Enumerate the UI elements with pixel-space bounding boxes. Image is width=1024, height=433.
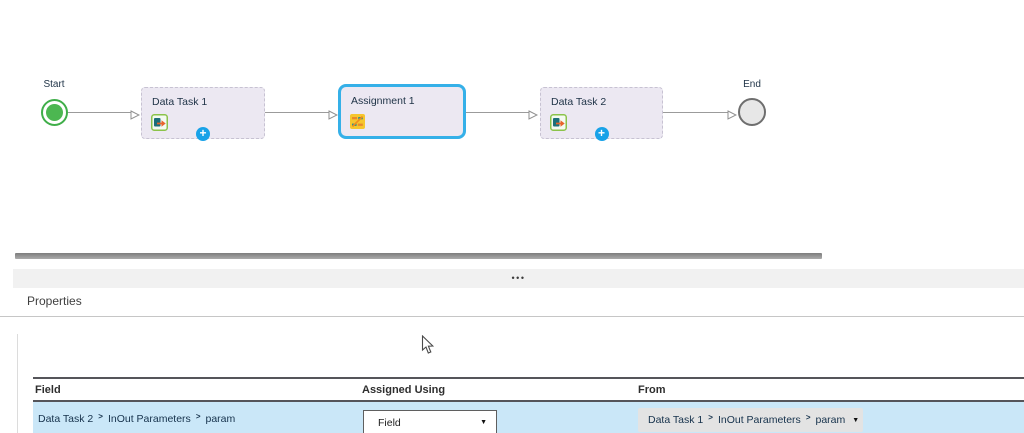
breadcrumb-segment: Data Task 1: [648, 414, 704, 426]
connector-task1-to-assignment: [265, 112, 329, 113]
chevron-right-icon: >: [805, 413, 811, 422]
from-breadcrumb: Data Task 1 > InOut Parameters > param ▼: [648, 413, 860, 426]
arrowhead-icon: [328, 107, 339, 120]
node-data-task-1[interactable]: Data Task 1 +: [141, 87, 265, 141]
column-header-from: From: [638, 384, 666, 396]
assigned-using-dropdown[interactable]: Field ▼: [363, 410, 497, 433]
connector-assignment-to-task2: [466, 112, 529, 113]
start-node-label: Start: [43, 79, 65, 90]
column-header-field: Field: [35, 384, 61, 396]
breadcrumb-segment: InOut Parameters: [107, 413, 191, 425]
start-node[interactable]: [41, 99, 68, 126]
assignment-icon: [350, 114, 365, 129]
drag-handle-dots-icon: •••: [511, 273, 526, 283]
start-node-core: [46, 104, 63, 121]
dropdown-selected-value: Field: [378, 417, 401, 429]
chevron-down-icon: ▼: [480, 419, 487, 426]
node-data-task-2[interactable]: Data Task 2 +: [540, 87, 663, 141]
connector-task2-to-end: [663, 112, 728, 113]
add-node-button[interactable]: +: [196, 127, 210, 141]
add-node-button[interactable]: +: [594, 127, 609, 141]
connector-start-to-task1: [68, 112, 132, 113]
from-value-dropdown[interactable]: Data Task 1 > InOut Parameters > param ▼: [638, 408, 863, 432]
breadcrumb-segment: Data Task 2: [38, 413, 94, 425]
panel-left-border: [17, 334, 18, 433]
breadcrumb-segment: param: [815, 414, 846, 426]
chevron-right-icon: >: [98, 412, 103, 421]
node-title: Data Task 1: [152, 96, 208, 108]
canvas-horizontal-scrollbar[interactable]: [15, 253, 822, 259]
end-node[interactable]: [738, 98, 766, 126]
chevron-right-icon: >: [195, 412, 201, 421]
properties-panel-title: Properties: [27, 294, 82, 308]
chevron-right-icon: >: [708, 413, 713, 422]
chevron-down-icon: ▼: [852, 417, 860, 424]
properties-divider: [0, 316, 1024, 317]
data-task-icon: [550, 114, 567, 131]
node-title: Data Task 2: [551, 96, 607, 108]
table-header-border: [33, 400, 1024, 402]
arrowhead-icon: [727, 107, 738, 120]
arrowhead-icon: [130, 107, 141, 120]
arrowhead-icon: [528, 107, 539, 120]
mouse-cursor-icon: [421, 334, 435, 360]
breadcrumb-segment: InOut Parameters: [717, 414, 801, 426]
panel-splitter-handle[interactable]: •••: [13, 269, 1024, 288]
table-header-border: [33, 377, 1024, 379]
node-assignment-1[interactable]: Assignment 1: [338, 84, 466, 139]
column-header-assigned-using: Assigned Using: [362, 384, 446, 396]
table-row[interactable]: Data Task 2 > InOut Parameters > param Field…: [33, 402, 1024, 433]
field-breadcrumb: Data Task 2 > InOut Parameters > param: [38, 412, 236, 425]
node-title: Assignment 1: [351, 95, 415, 107]
end-node-label: End: [743, 79, 761, 90]
breadcrumb-segment: param: [205, 413, 236, 425]
data-task-icon: [151, 114, 168, 131]
